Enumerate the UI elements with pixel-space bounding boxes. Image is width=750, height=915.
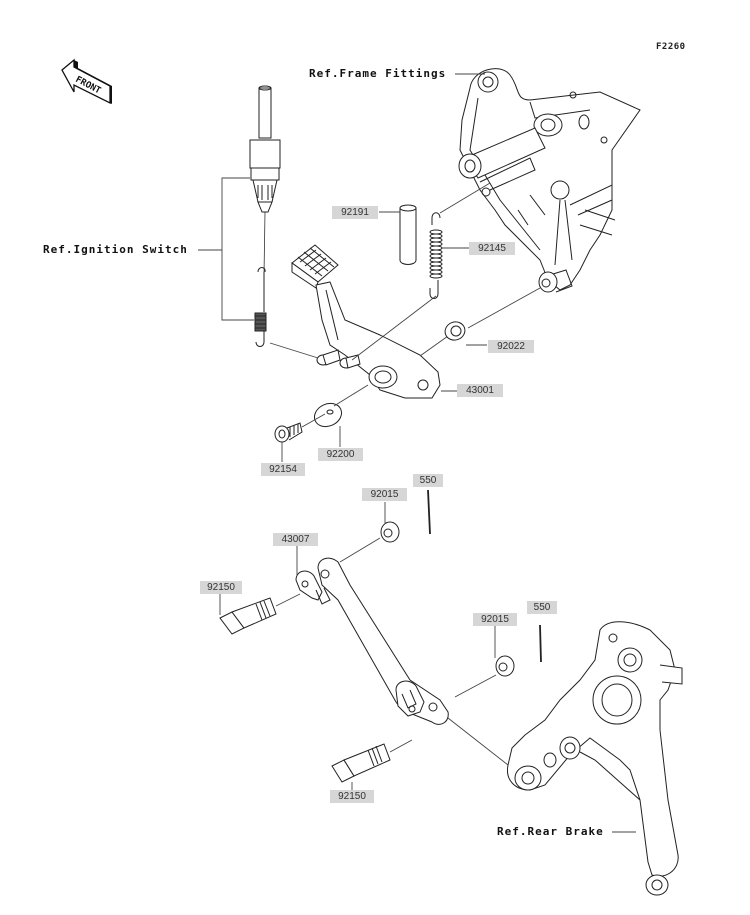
part-label-92154[interactable]: 92154 — [261, 463, 305, 476]
ref-frame-fittings[interactable]: Ref.Frame Fittings — [309, 67, 447, 80]
washer-92022 — [444, 287, 541, 346]
spring-92145 — [429, 182, 491, 299]
bolt-92150-lower — [331, 739, 413, 790]
part-label-92200[interactable]: 92200 — [318, 448, 363, 461]
part-label-550-lower[interactable]: 550 — [527, 601, 557, 614]
part-label-92150-lower[interactable]: 92150 — [330, 790, 374, 803]
part-label-43001[interactable]: 43001 — [457, 384, 503, 397]
frame-fitting-bracket — [458, 68, 641, 293]
rear-brake-light-switch — [221, 85, 281, 347]
washer-92200 — [313, 384, 369, 447]
part-label-43007[interactable]: 43007 — [273, 533, 318, 546]
part-label-550-upper[interactable]: 550 — [413, 474, 443, 487]
ref-ignition-switch[interactable]: Ref.Ignition Switch — [43, 243, 188, 256]
cotter-pin-550-upper — [427, 489, 431, 535]
ref-rear-brake[interactable]: Ref.Rear Brake — [497, 825, 604, 838]
brake-pedal-43001 — [269, 244, 458, 399]
front-arrow-icon: FRONT — [61, 58, 112, 105]
bolt-92154 — [274, 413, 326, 462]
bolt-92150-upper — [219, 593, 301, 635]
brake-rod-43007 — [295, 546, 449, 725]
nut-92015-lower — [454, 624, 515, 698]
collar-92191 — [399, 204, 417, 265]
part-label-92191[interactable]: 92191 — [332, 206, 378, 219]
part-label-92150-upper[interactable]: 92150 — [200, 581, 242, 594]
part-label-92015-lower[interactable]: 92015 — [473, 613, 517, 626]
rear-brake-arm — [447, 621, 683, 896]
part-label-92015-upper[interactable]: 92015 — [362, 488, 407, 501]
part-label-92145[interactable]: 92145 — [469, 242, 515, 255]
part-label-92022[interactable]: 92022 — [488, 340, 534, 353]
figure-code: F2260 — [656, 42, 686, 52]
cotter-pin-550-lower — [539, 624, 542, 663]
nut-92015-upper — [339, 502, 400, 563]
